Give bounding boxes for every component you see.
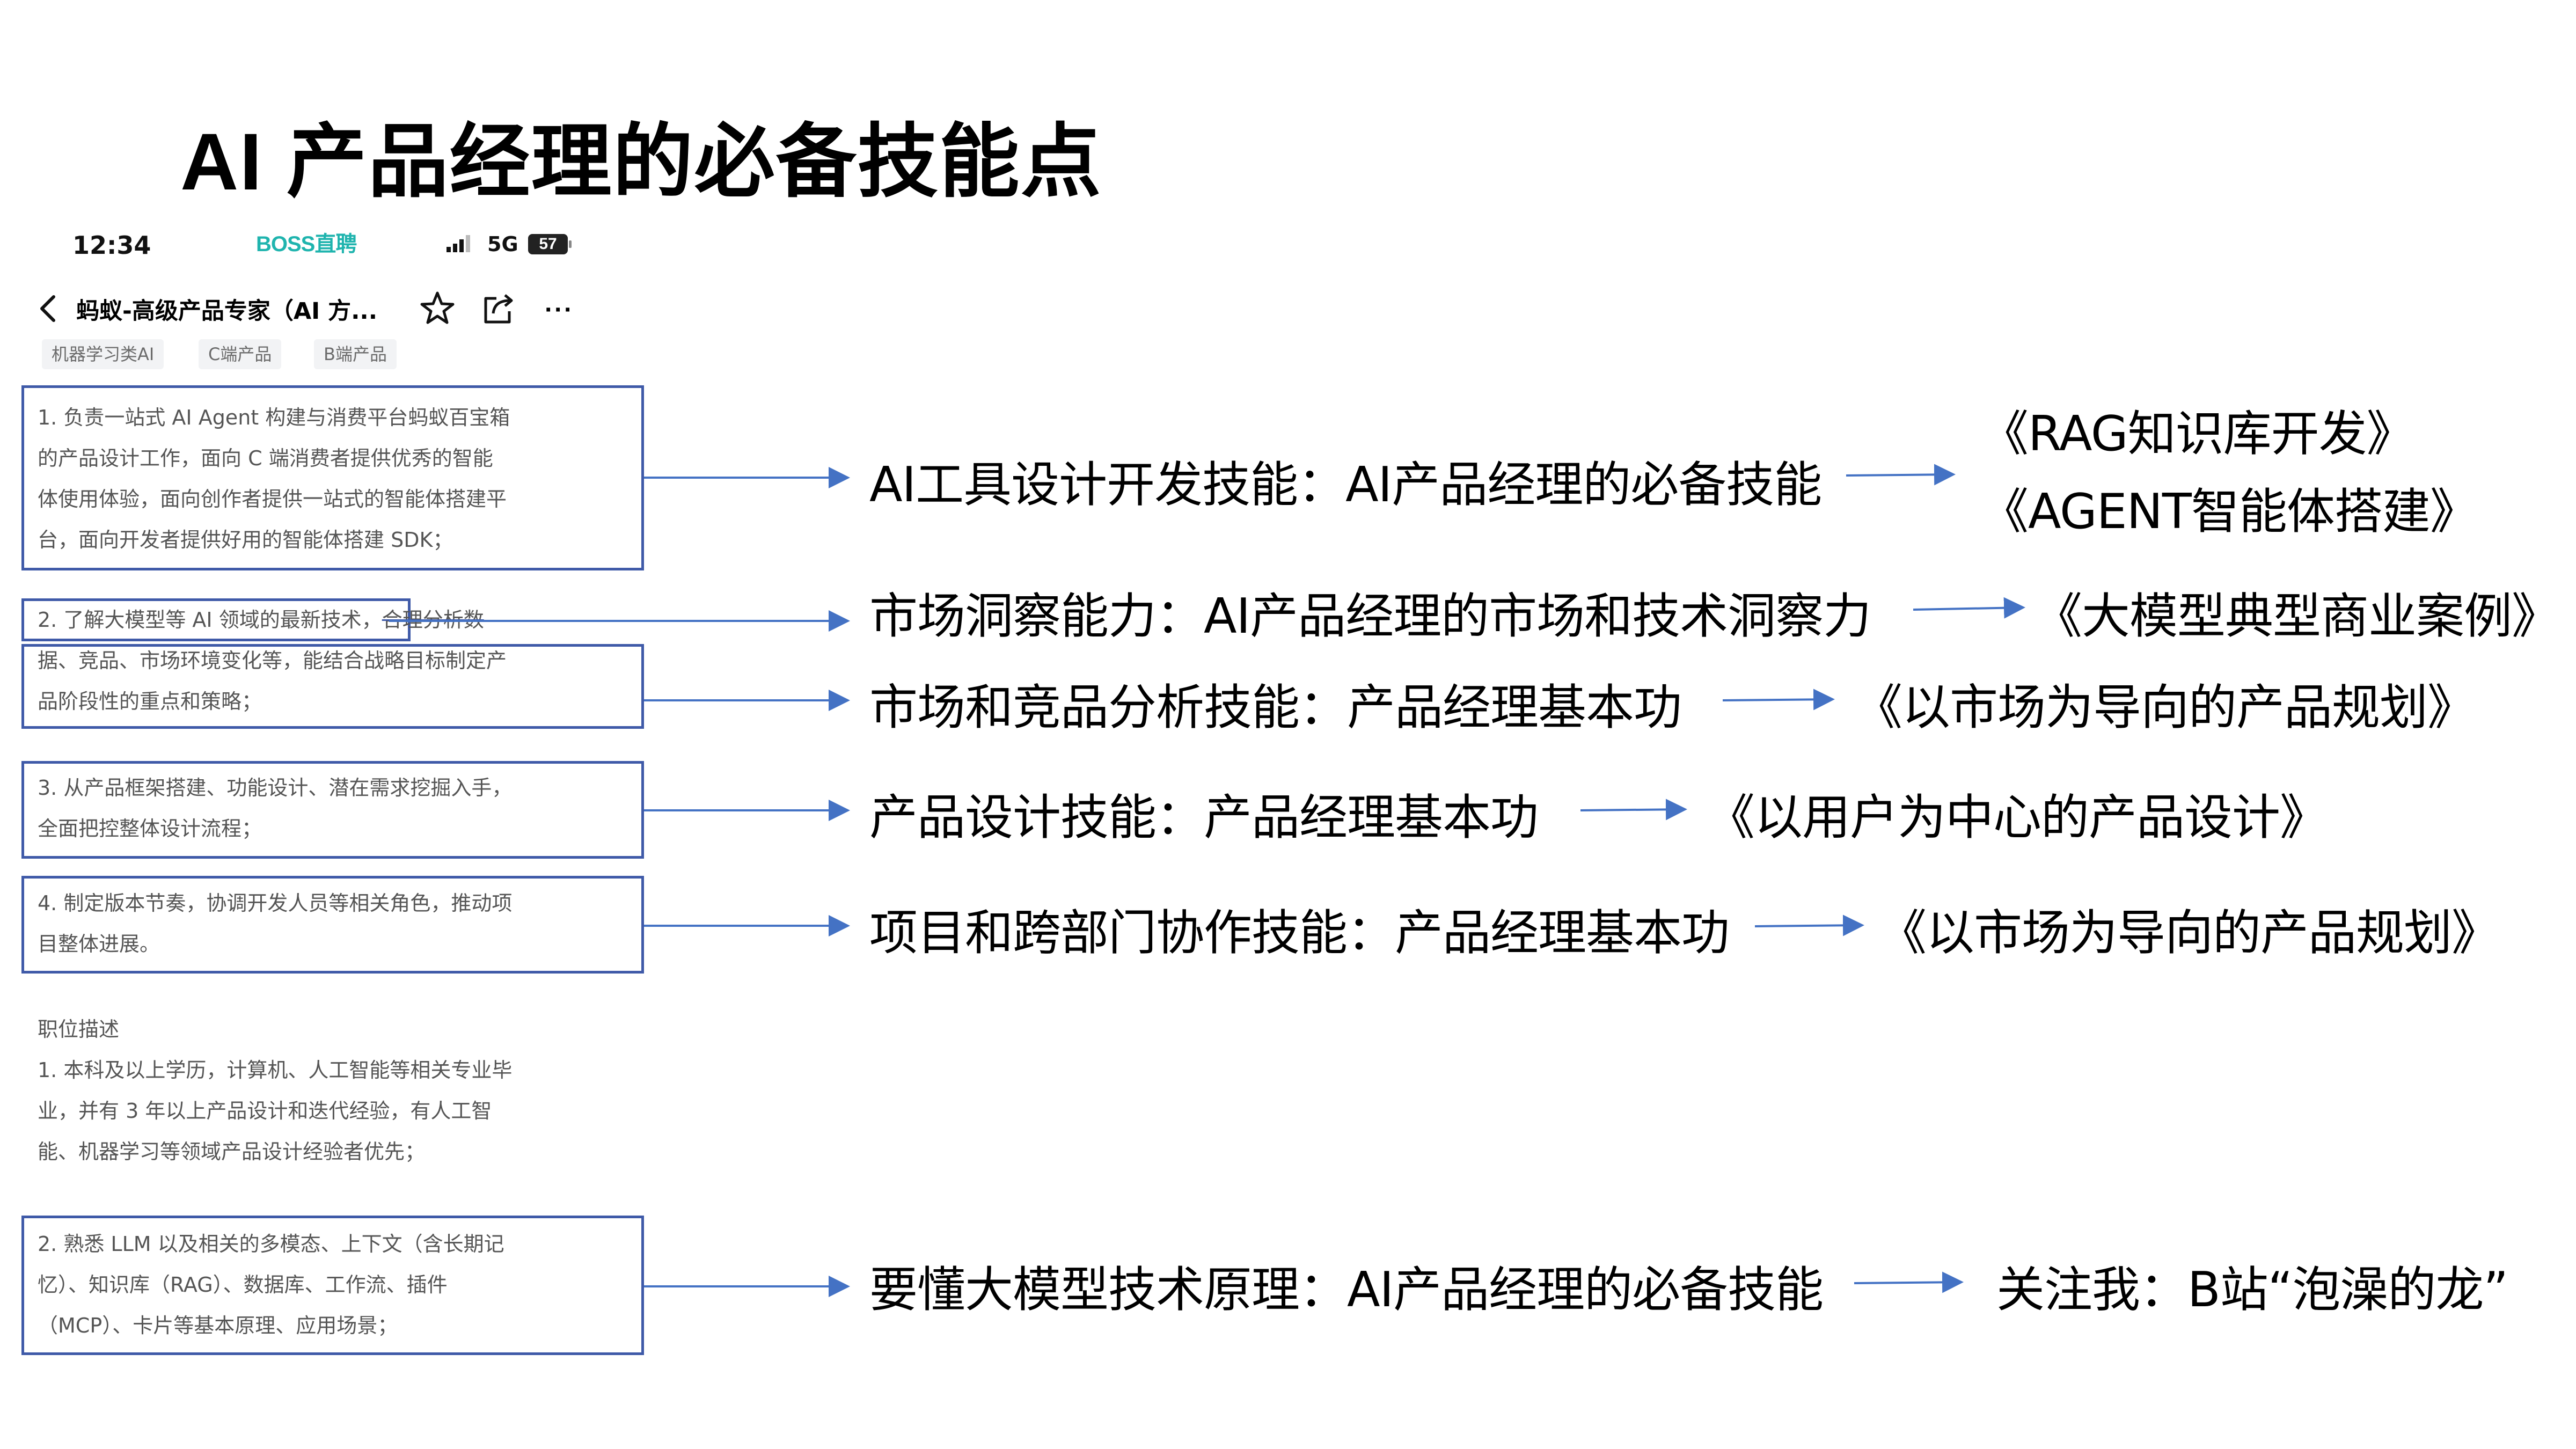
target-user-centered-design: 《以用户为中心的产品设计》 xyxy=(1707,789,2328,846)
skill-ai-tools: AI工具设计开发技能：AI产品经理的必备技能 xyxy=(869,457,1822,513)
status-time: 12:34 xyxy=(72,231,151,260)
target-rag: 《RAG知识库开发》 xyxy=(1980,406,2415,462)
network-label: 5G xyxy=(487,232,518,256)
job-title: 蚂蚁-高级产品专家（AI 方... xyxy=(76,298,378,325)
req-line: （MCP）、卡片等基本原理、应用场景； xyxy=(38,1314,398,1337)
target-business-cases: 《大模型典型商业案例》 xyxy=(2034,588,2560,645)
duty-2: 2. 了解大模型等 AI 领域的最新技术，合理分析数 据、竞品、市场环境变化等，… xyxy=(38,599,507,722)
duty-line: 4. 制定版本节奏，协调开发人员等相关角色，推动项 xyxy=(38,891,513,915)
app-brand-logo: BOSS直聘 xyxy=(256,232,357,256)
arrow-skill6-target xyxy=(1854,1271,1964,1293)
duty-3: 3. 从产品框架搭建、功能设计、潜在需求挖掘入手， 全面把控整体设计流程； xyxy=(38,767,512,849)
tag-b-end[interactable]: B端产品 xyxy=(314,339,397,369)
req-line: 能、机器学习等领域产品设计经验者优先； xyxy=(38,1140,426,1163)
duty-line: 目整体进展。 xyxy=(38,932,160,956)
tag-ml[interactable]: 机器学习类AI xyxy=(42,339,164,369)
star-icon[interactable] xyxy=(419,290,456,327)
duty-line: 1. 负责一站式 AI Agent 构建与消费平台蚂蚁百宝箱 xyxy=(38,406,510,429)
page-title: AI 产品经理的必备技能点 xyxy=(180,116,1102,207)
highlight-box-1 xyxy=(21,385,644,570)
duty-2-part-a: 2. 了解大模型等 AI 领域的最新技术， xyxy=(38,608,382,632)
highlight-box-5 xyxy=(21,1216,644,1355)
arrow-skill2-target xyxy=(1913,597,2025,619)
target-market-planning: 《以市场为导向的产品规划》 xyxy=(1854,679,2476,736)
highlight-box-4 xyxy=(21,876,644,974)
duty-line: 台，面向开发者提供好用的智能体搭建 SDK； xyxy=(38,528,453,552)
skill-collaboration: 项目和跨部门协作技能：产品经理基本功 xyxy=(869,905,1730,961)
skill-competitor-analysis: 市场和竞品分析技能：产品经理基本功 xyxy=(869,679,1682,736)
tag-c-end[interactable]: C端产品 xyxy=(199,339,282,369)
highlight-box-3 xyxy=(21,761,644,859)
requirement-2: 2. 熟悉 LLM 以及相关的多模态、上下文（含长期记 忆）、知识库（RAG）、… xyxy=(38,1224,504,1346)
signal-icon xyxy=(447,235,470,252)
battery-icon: 57 xyxy=(528,234,572,254)
arrow-skill5-target xyxy=(1754,914,1864,936)
skill-llm-principles: 要懂大模型技术原理：AI产品经理的必备技能 xyxy=(869,1262,1824,1318)
req-line: 忆）、知识库（RAG）、数据库、工作流、插件 xyxy=(38,1273,448,1297)
target-follow: 关注我：B站“泡澡的龙” xyxy=(1996,1262,2508,1318)
duty-line: 全面把控整体设计流程； xyxy=(38,817,262,840)
duty-line: 的产品设计工作，面向 C 端消费者提供优秀的智能 xyxy=(38,447,493,470)
duty-line: 品阶段性的重点和策略； xyxy=(38,690,262,713)
arrow-skill4-target xyxy=(1580,799,1687,821)
duty-1: 1. 负责一站式 AI Agent 构建与消费平台蚂蚁百宝箱 的产品设计工作，面… xyxy=(38,397,510,560)
share-icon[interactable] xyxy=(480,291,516,326)
skill-market-insight: 市场洞察能力：AI产品经理的市场和技术洞察力 xyxy=(869,588,1871,645)
duty-4: 4. 制定版本节奏，协调开发人员等相关角色，推动项 目整体进展。 xyxy=(38,883,512,964)
duty-line: 据、竞品、市场环境变化等，能结合战略目标制定产 xyxy=(38,649,507,672)
duty-line: 3. 从产品框架搭建、功能设计、潜在需求挖掘入手， xyxy=(38,776,513,800)
target-agent: 《AGENT智能体搭建》 xyxy=(1980,484,2478,540)
req-line: 业，并有 3 年以上产品设计和迭代经验，有人工智 xyxy=(38,1099,492,1123)
target-market-planning-2: 《以市场为导向的产品规划》 xyxy=(1878,905,2500,961)
arrow-skill3-target xyxy=(1722,689,1835,711)
req-line: 2. 熟悉 LLM 以及相关的多模态、上下文（含长期记 xyxy=(38,1232,504,1256)
skill-product-design: 产品设计技能：产品经理基本功 xyxy=(869,789,1539,846)
arrow-skill1-target xyxy=(1846,464,1956,486)
more-icon[interactable]: ··· xyxy=(545,296,574,324)
req-line: 1. 本科及以上学历，计算机、人工智能等相关专业毕 xyxy=(38,1058,513,1082)
requirements-heading: 职位描述 xyxy=(38,1018,120,1041)
back-icon[interactable] xyxy=(32,292,64,325)
duty-line: 体使用体验，面向创作者提供一站式的智能体搭建平 xyxy=(38,487,507,511)
requirements: 职位描述 1. 本科及以上学历，计算机、人工智能等相关专业毕 业，并有 3 年以… xyxy=(38,1009,512,1172)
job-posting-screenshot: 12:34 BOSS直聘 5G 57 蚂蚁-高级产品专家（AI 方... ···… xyxy=(21,215,644,1363)
highlight-box-2b xyxy=(21,644,644,729)
